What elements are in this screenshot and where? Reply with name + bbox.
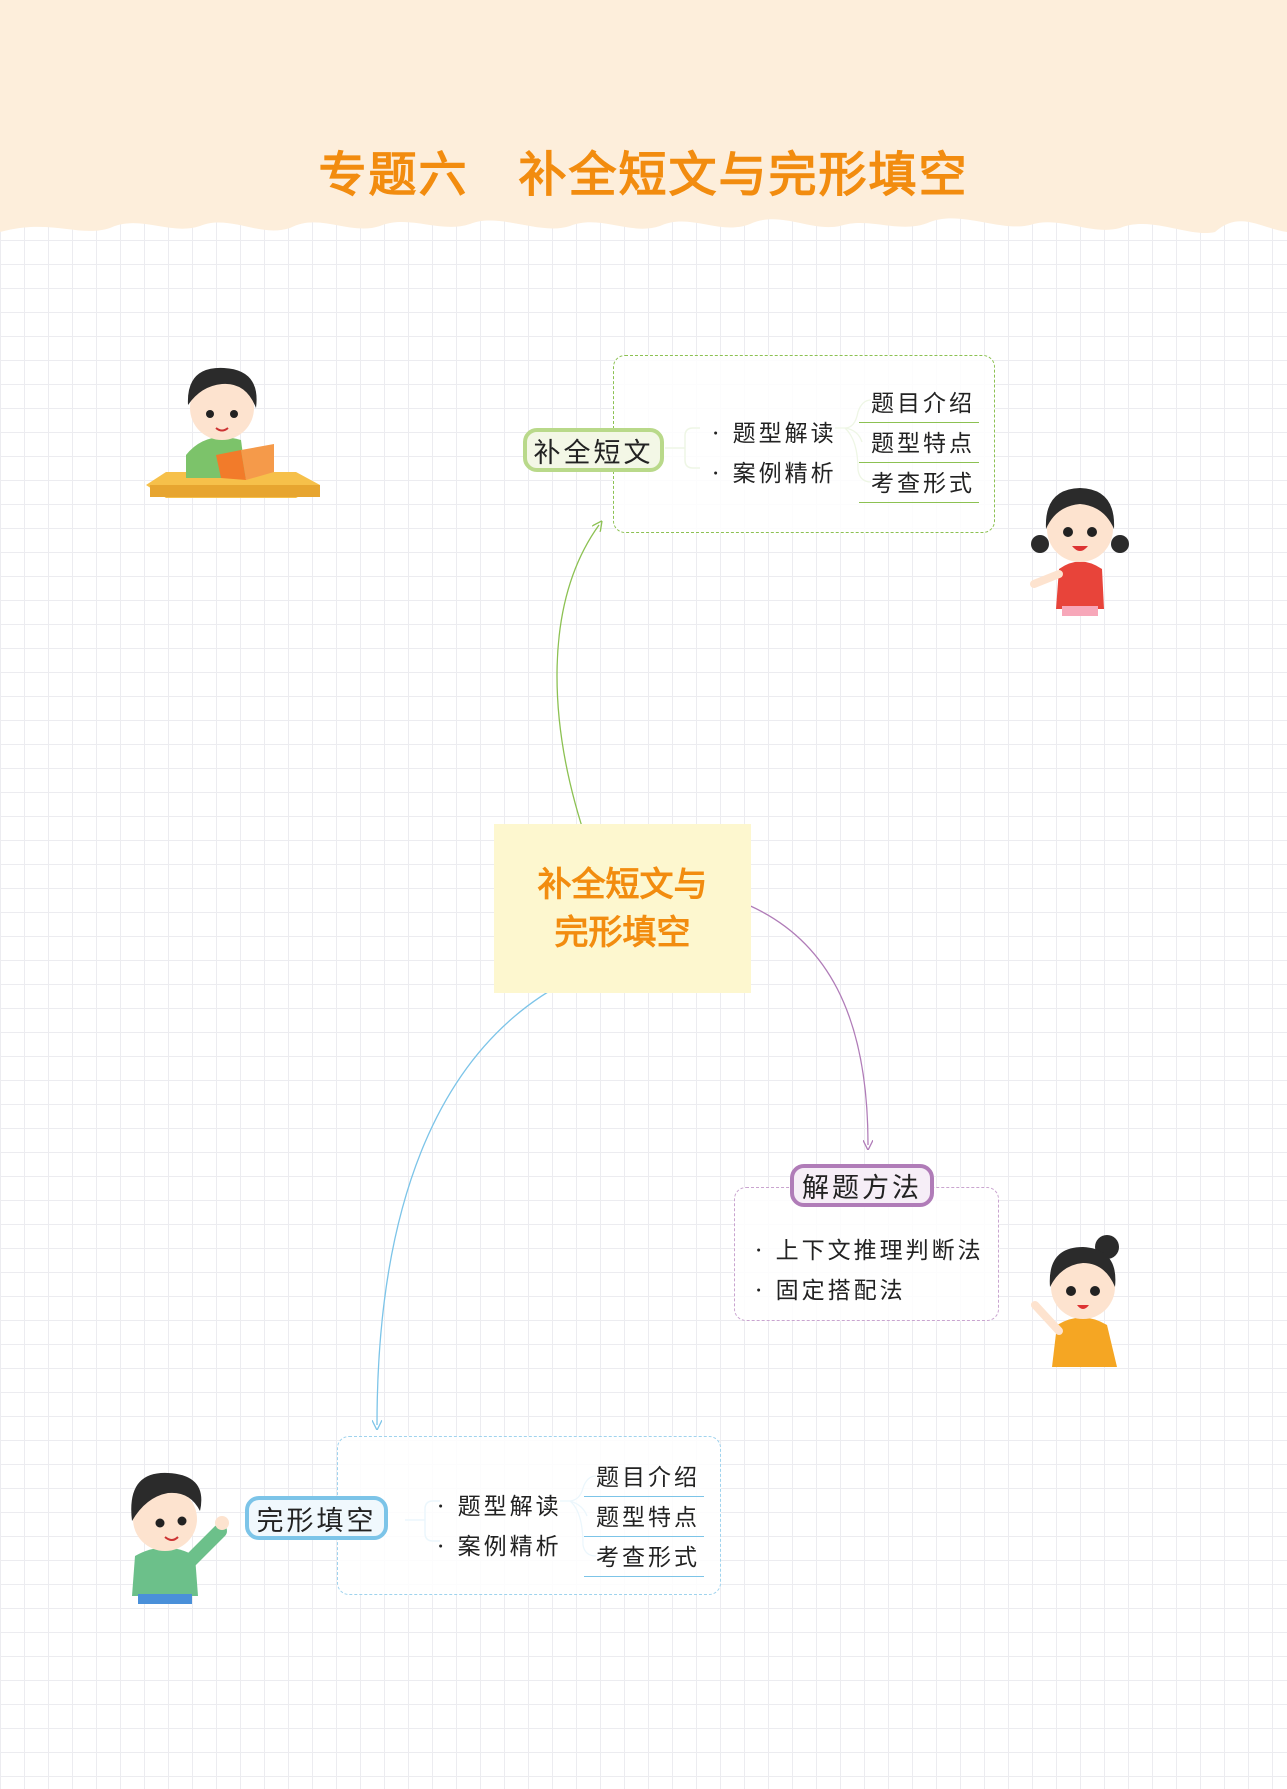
boy-reading-illustration: [146, 367, 320, 498]
girl-waving-illustration: [1030, 488, 1129, 616]
wan-xing-tian-kong-box: [337, 1436, 721, 1595]
branch1-sub-kao-cha-xing-shi: 考查形式: [859, 464, 979, 503]
central-topic-line2: 完形填空: [554, 912, 691, 953]
branch1-item-an-li-jing-xi: · 案例精析: [712, 461, 837, 487]
bu-quan-duan-wen-label: 补全短文: [523, 428, 664, 472]
method-fixed-collocation: · 固定搭配法: [755, 1278, 906, 1304]
wan-xing-tian-kong-label: 完形填空: [245, 1496, 388, 1540]
central-topic: 补全短文与 完形填空: [494, 824, 751, 993]
branch3-item-an-li-jing-xi: · 案例精析: [437, 1534, 562, 1560]
jie-ti-fang-fa-box: [734, 1187, 999, 1321]
jie-ti-fang-fa-label: 解题方法: [790, 1164, 934, 1207]
arrow-to-wan-xing: [377, 978, 572, 1425]
girl-greeting-illustration: [1031, 1235, 1119, 1367]
method-context-inference: · 上下文推理判断法: [755, 1238, 984, 1264]
branch3-sub-ti-xing-te-dian: 题型特点: [584, 1498, 704, 1537]
branch1-sub-ti-mu-jie-shao: 题目介绍: [859, 384, 979, 423]
arrow-to-methods: [735, 899, 868, 1145]
page-title: 专题六 补全短文与完形填空: [318, 147, 969, 203]
paper-header-background: [0, 0, 1287, 234]
arrow-to-bu-quan: [556, 525, 599, 846]
central-topic-line1: 补全短文与: [537, 864, 708, 905]
branch3-item-ti-xing-jie-du: · 题型解读: [437, 1494, 562, 1520]
branch3-sub-ti-mu-jie-shao: 题目介绍: [584, 1458, 704, 1497]
branch1-item-ti-xing-jie-du: · 题型解读: [712, 421, 837, 447]
boy-waving-illustration: [131, 1472, 229, 1604]
branch1-sub-ti-xing-te-dian: 题型特点: [859, 424, 979, 463]
branch3-sub-kao-cha-xing-shi: 考查形式: [584, 1538, 704, 1577]
